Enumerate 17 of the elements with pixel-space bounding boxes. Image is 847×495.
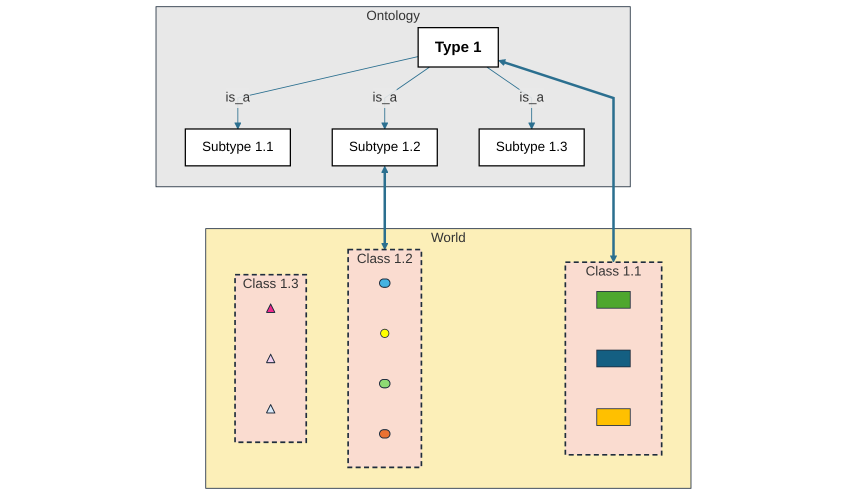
arrow [234,56,419,130]
arrow [381,166,388,250]
cluster: Class 1.2 [347,248,422,468]
node-box: Subtype 1.2 [332,128,438,166]
node-box: Subtype 1.1 [184,128,291,166]
arrow [498,59,618,262]
node-box: Subtype 1.3 [478,128,585,166]
cluster: Class 1.1 [564,261,662,456]
edge-label: is_a [226,90,250,105]
node-box [596,291,631,309]
cluster: Class 1.3 [234,274,308,444]
node-box [596,350,631,368]
node-box: Type 1 [418,27,499,68]
edge-label: is_a [372,90,398,105]
edge-label: is_a [519,90,544,105]
node-circle [380,328,390,338]
node-box [596,408,631,426]
